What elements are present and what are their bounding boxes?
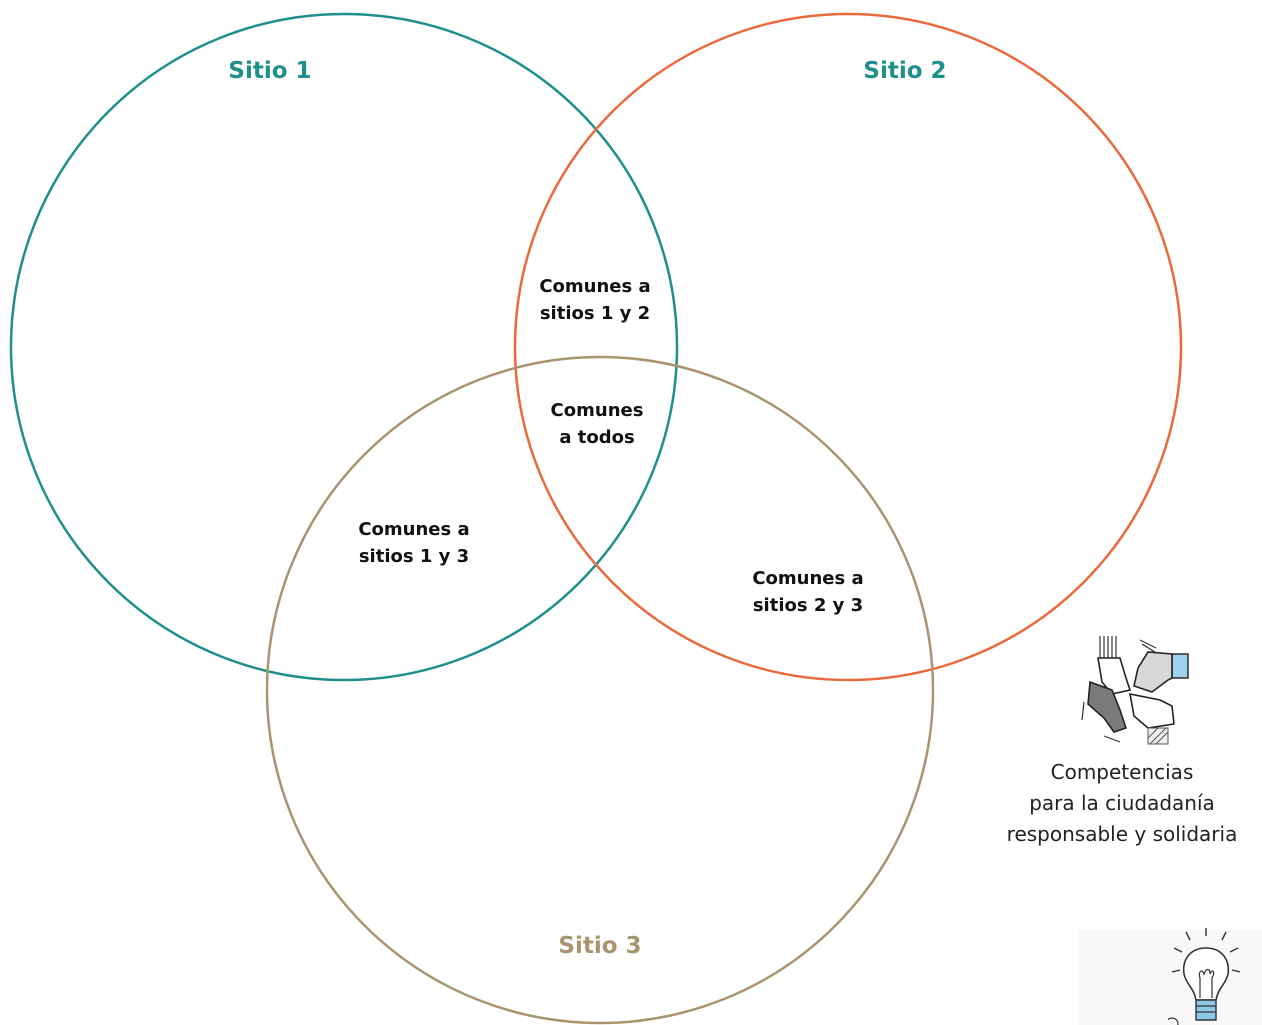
set-label-sitio-2: Sitio 2 [863, 58, 947, 84]
region-label-line: sitios 2 y 3 [752, 595, 864, 616]
region-label-sitios-2-3: Comunes a sitios 2 y 3 [718, 565, 898, 619]
region-label-line: Comunes [550, 400, 644, 421]
region-label-line: Comunes a [539, 276, 651, 297]
set-label-sitio-1: Sitio 1 [228, 58, 312, 84]
region-label-line: a todos [559, 427, 635, 448]
region-label-line: Comunes a [752, 568, 864, 589]
corner-panel [1078, 930, 1262, 1025]
region-label-line: Comunes a [358, 519, 470, 540]
circle-sitio-3 [265, 355, 935, 1025]
caption-line: responsable y solidaria [1006, 822, 1238, 846]
circle-sitio-2 [513, 12, 1183, 682]
competencias-caption: Competencias para la ciudadanía responsa… [985, 757, 1259, 850]
lightbulb-icon [1165, 928, 1248, 1025]
region-label-line: sitios 1 y 2 [539, 303, 651, 324]
circle-sitio-1 [9, 12, 679, 682]
caption-line: para la ciudadanía [1029, 791, 1215, 815]
region-label-line: sitios 1 y 3 [358, 546, 470, 567]
region-label-all: Comunes a todos [507, 397, 687, 451]
region-label-sitios-1-3: Comunes a sitios 1 y 3 [324, 516, 504, 570]
caption-line: Competencias [1050, 760, 1194, 784]
region-label-sitios-1-2: Comunes a sitios 1 y 2 [505, 273, 685, 327]
joined-hands-icon [1068, 632, 1192, 750]
set-label-sitio-3: Sitio 3 [558, 933, 642, 959]
